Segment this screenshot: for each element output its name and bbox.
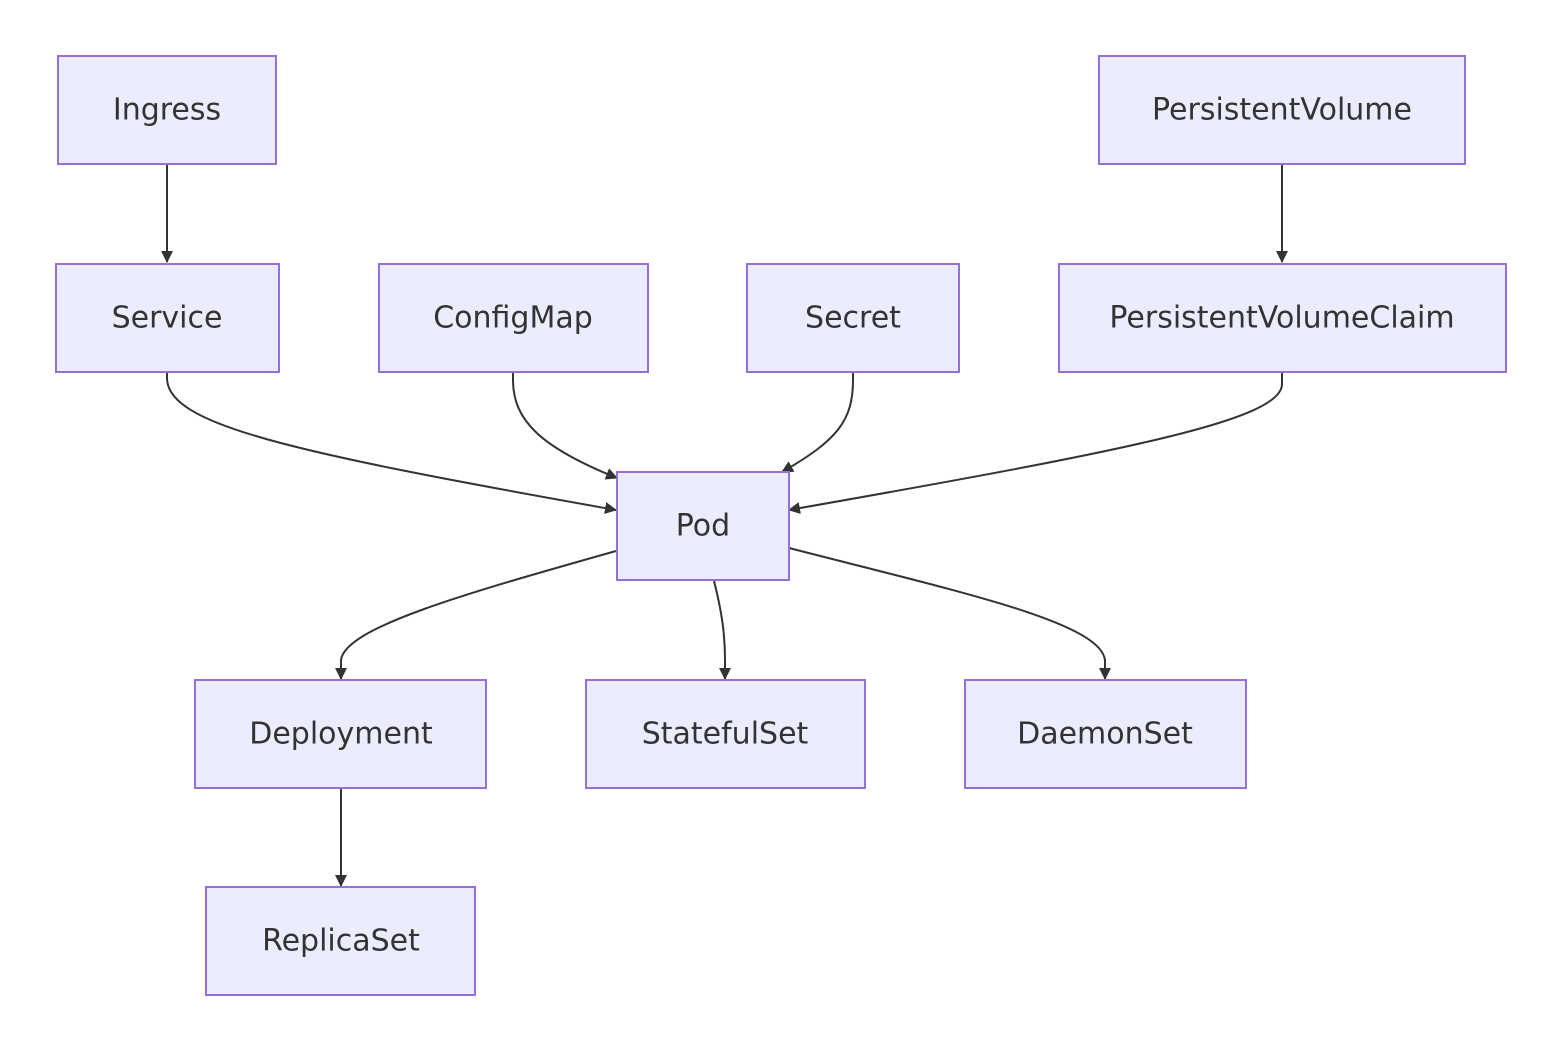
node-deployment[interactable]: Deployment xyxy=(194,679,487,789)
node-pod-label: Pod xyxy=(676,509,730,544)
node-statefulset[interactable]: StatefulSet xyxy=(585,679,866,789)
node-pod[interactable]: Pod xyxy=(616,471,790,581)
edge-pod-to-daemonset xyxy=(788,547,1111,680)
node-ingress-label: Ingress xyxy=(113,93,221,128)
node-persistentvolumeclaim[interactable]: PersistentVolumeClaim xyxy=(1058,263,1507,373)
node-secret-label: Secret xyxy=(805,301,901,336)
node-configmap[interactable]: ConfigMap xyxy=(378,263,649,373)
node-replicaset[interactable]: ReplicaSet xyxy=(205,886,476,996)
edges xyxy=(161,165,1288,887)
node-persistentvolume[interactable]: PersistentVolume xyxy=(1098,55,1466,165)
node-persistentvolume-label: PersistentVolume xyxy=(1152,93,1412,128)
node-service-label: Service xyxy=(112,301,223,336)
node-statefulset-label: StatefulSet xyxy=(642,717,809,752)
node-daemonset-label: DaemonSet xyxy=(1017,717,1193,752)
node-daemonset[interactable]: DaemonSet xyxy=(964,679,1247,789)
edge-configmap-to-pod xyxy=(512,373,618,480)
node-pvc-label: PersistentVolumeClaim xyxy=(1109,301,1454,336)
edge-pod-to-deployment xyxy=(335,550,617,680)
edge-pod-to-statefulset xyxy=(713,580,731,680)
node-configmap-label: ConfigMap xyxy=(433,301,593,336)
node-replicaset-label: ReplicaSet xyxy=(262,924,420,959)
edge-secret-to-pod xyxy=(781,373,854,473)
edge-pvc-to-pod xyxy=(788,373,1283,515)
edge-service-to-pod xyxy=(166,373,617,514)
node-secret[interactable]: Secret xyxy=(746,263,960,373)
node-deployment-label: Deployment xyxy=(249,717,433,752)
node-service[interactable]: Service xyxy=(55,263,280,373)
node-ingress[interactable]: Ingress xyxy=(57,55,277,165)
